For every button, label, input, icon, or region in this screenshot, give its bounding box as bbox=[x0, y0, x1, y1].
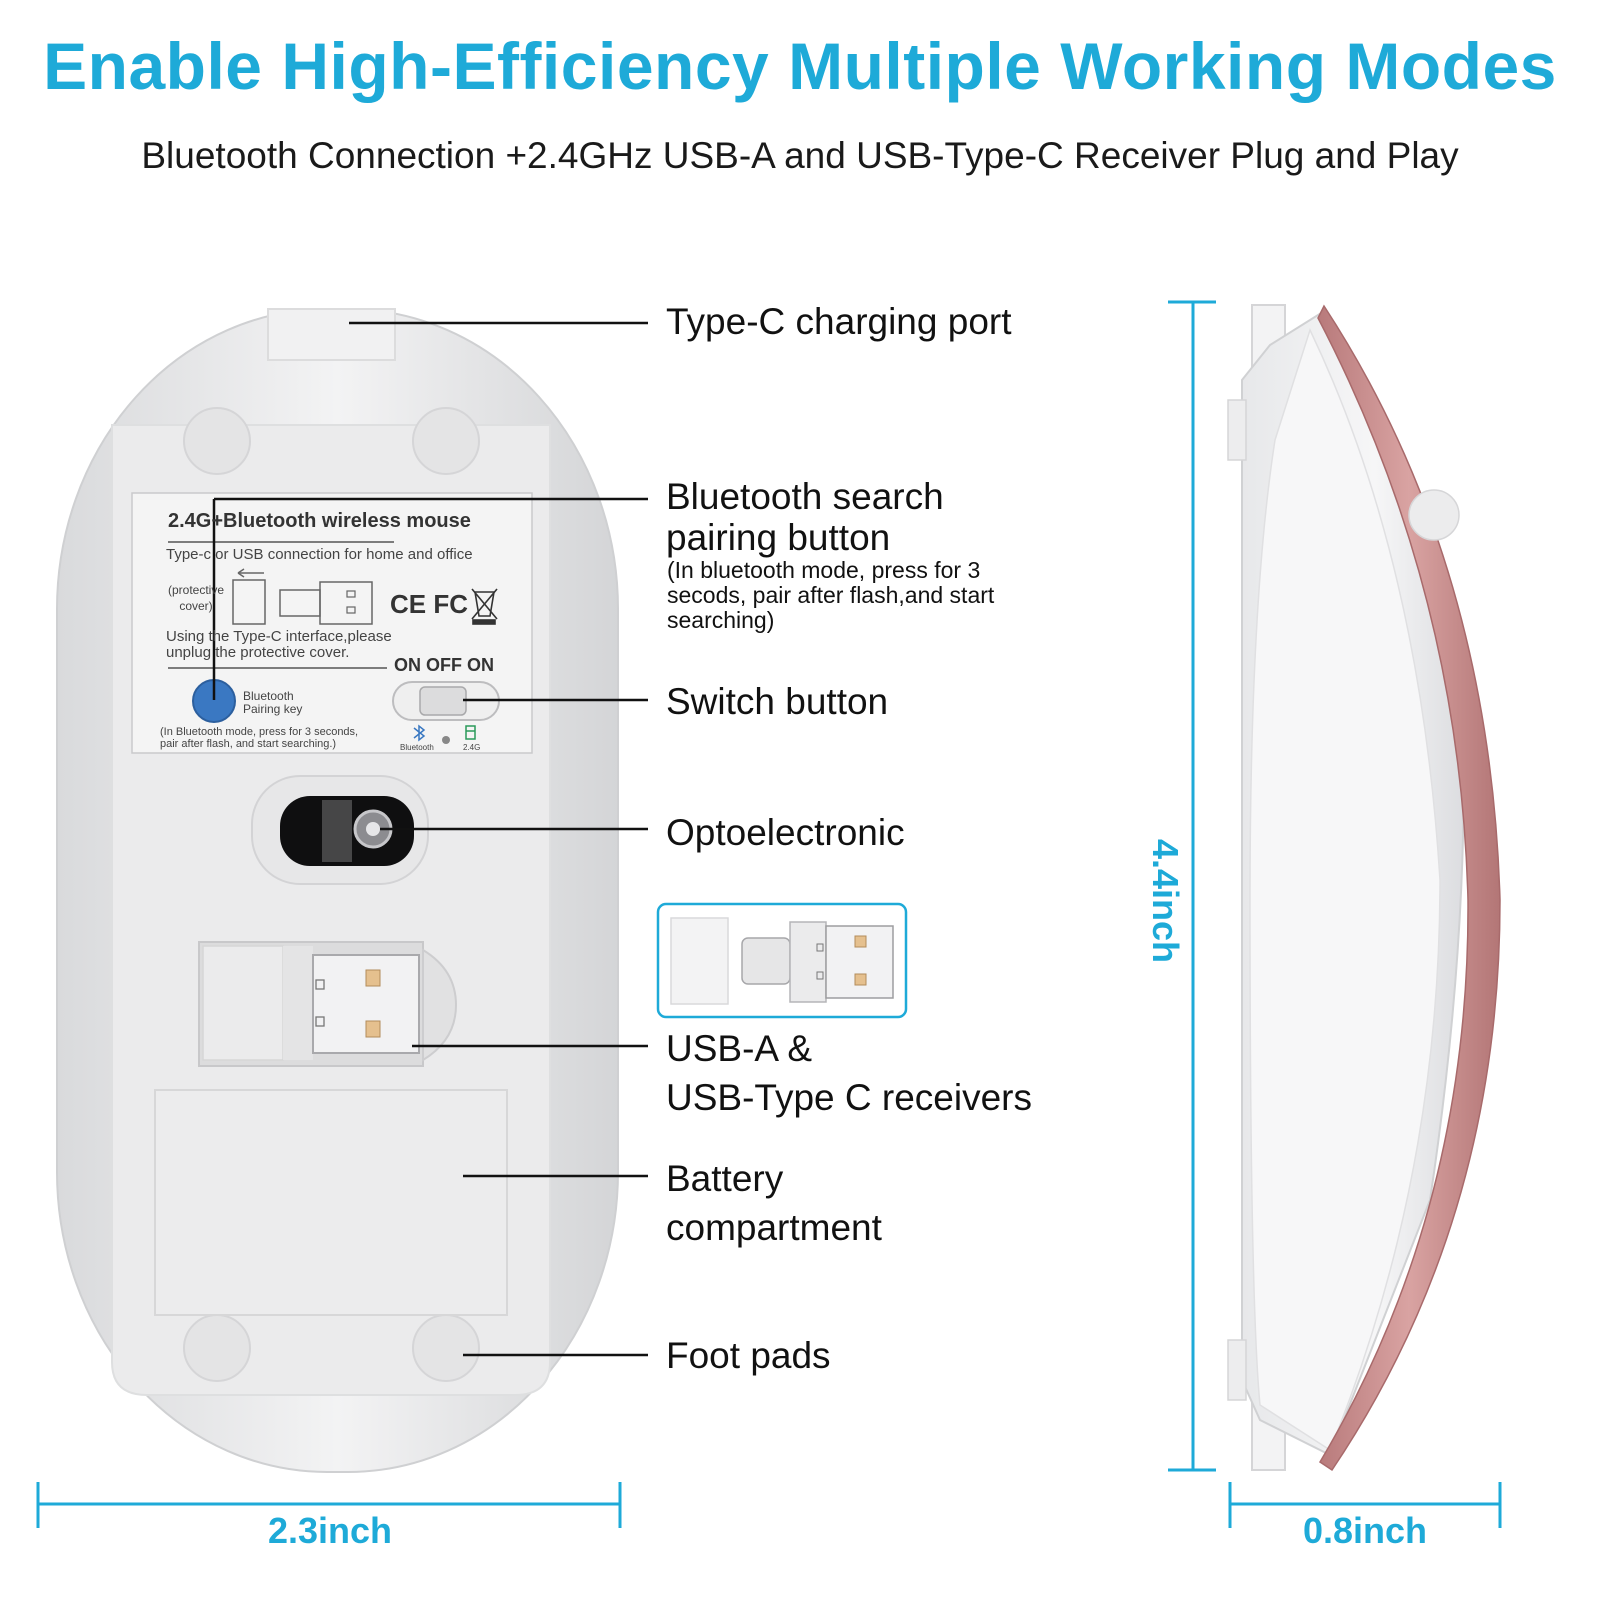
callout-receivers-line2: USB-Type C receivers bbox=[666, 1077, 1032, 1118]
label-protective-cover: (protective cover) bbox=[167, 583, 225, 613]
receivers-inset bbox=[656, 902, 908, 1019]
battery-compartment bbox=[154, 1089, 508, 1316]
callout-switch-button: Switch button bbox=[666, 681, 889, 722]
cert-marks: CE FC bbox=[390, 589, 468, 619]
dimension-width: 2.3inch bbox=[267, 1510, 393, 1551]
callout-battery-line1: Battery bbox=[666, 1158, 784, 1199]
pairing-note-line2: pair after flash, and start searching.) bbox=[160, 738, 337, 750]
foot-pad-icon bbox=[183, 1314, 251, 1382]
callout-bluetooth-note: (In bluetooth mode, press for 3 secods, … bbox=[667, 557, 995, 633]
switch-positions: ON OFF ON bbox=[394, 655, 494, 675]
rose-gold-top-shell bbox=[1317, 304, 1501, 1472]
page-subtitle: Bluetooth Connection +2.4GHz USB-A and U… bbox=[141, 135, 1459, 176]
mouse-side-view bbox=[1227, 304, 1501, 1472]
protective-cover bbox=[670, 917, 729, 1005]
pairing-note-line1: (In Bluetooth mode, press for 3 seconds, bbox=[160, 726, 359, 738]
label-line1: Type-c or USB connection for home and of… bbox=[166, 546, 473, 563]
foot-pad-icon bbox=[183, 407, 251, 475]
pairing-key-label: Bluetooth Pairing key bbox=[243, 689, 303, 716]
dimension-height: 4.4inch bbox=[1145, 838, 1186, 964]
label-note-line1: Using the Type-C interface,please bbox=[166, 628, 392, 645]
callout-bluetooth-button: Bluetooth search pairing button bbox=[666, 476, 944, 558]
mode-bluetooth-label: Bluetooth bbox=[400, 743, 434, 752]
label-note-line2: unplug the protective cover. bbox=[166, 644, 350, 661]
callout-battery-line2: compartment bbox=[666, 1207, 882, 1248]
page-title: Enable High-Efficiency Multiple Working … bbox=[43, 29, 1557, 103]
foot-pad-icon bbox=[412, 1314, 480, 1382]
scroll-wheel-icon bbox=[1408, 489, 1460, 541]
dimension-depth: 0.8inch bbox=[1302, 1510, 1428, 1551]
label-title: 2.4G+Bluetooth wireless mouse bbox=[168, 510, 471, 532]
bluetooth-icon bbox=[413, 724, 426, 742]
mode-24g-label: 2.4G bbox=[463, 743, 481, 752]
callout-leader-lines bbox=[212, 321, 648, 1357]
callout-foot-pads: Foot pads bbox=[666, 1335, 831, 1376]
mouse-bottom-view bbox=[56, 308, 619, 1473]
dimension-lines bbox=[36, 300, 1502, 1528]
callout-optoelectronic: Optoelectronic bbox=[666, 812, 905, 853]
mode-switch-knob bbox=[419, 686, 467, 716]
usb-type-c-receiver bbox=[741, 937, 791, 985]
callout-receivers-line1: USB-A & bbox=[666, 1028, 812, 1069]
usb-a-receiver-inset bbox=[825, 925, 894, 999]
foot-pad-icon bbox=[412, 407, 480, 475]
weee-bin-icon bbox=[471, 588, 498, 625]
callout-type-c-port: Type-C charging port bbox=[666, 301, 1012, 342]
status-led bbox=[442, 736, 450, 744]
receiver-24g-icon bbox=[465, 725, 476, 740]
type-c-port-notch bbox=[267, 308, 396, 361]
